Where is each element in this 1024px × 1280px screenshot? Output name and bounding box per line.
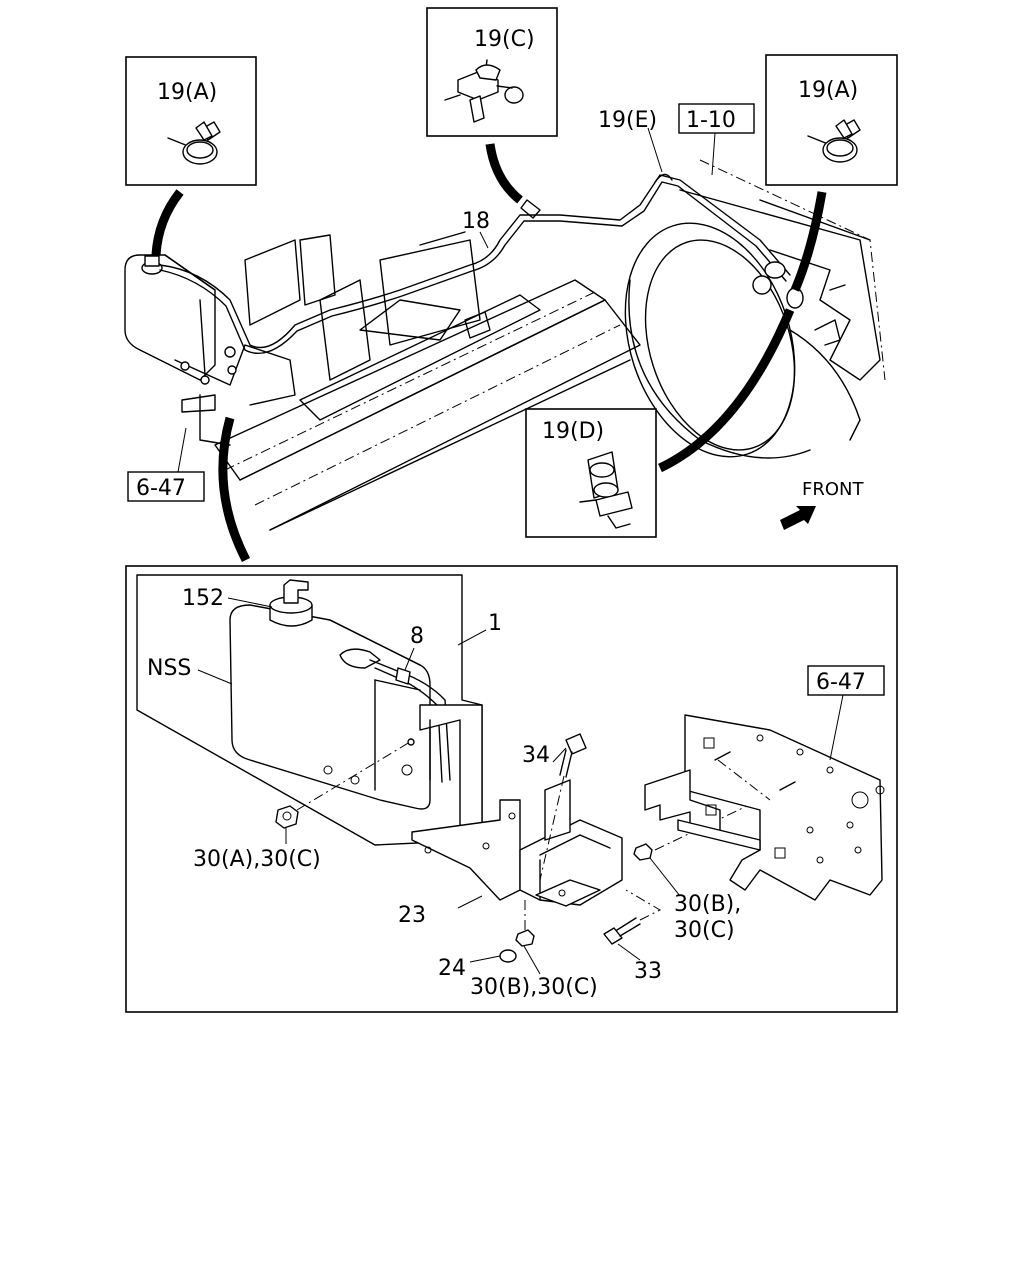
ref-6-47-detail-label: 6-47 [816,670,866,695]
leader-detail [218,416,251,563]
hose-clamp-icon [167,121,221,165]
clip-19a-left-callout: 19(A) [125,56,257,186]
nut-30bc-right-label-1: 30(B), [674,892,741,917]
leader-19a-right [790,191,827,292]
part-8-label: 8 [410,624,424,649]
detail-panel: 152 8 1 NSS 6-47 34 30(A),30(C) 30(B), 3… [125,565,898,1013]
part-33-label: 33 [634,959,662,984]
filler-cap [269,579,313,627]
ref-6-47-top-box: 6-47 [127,471,205,502]
bolt-34 [539,733,587,881]
frame-rail [214,231,641,531]
bolt-33 [603,889,662,945]
pipe-18-label: 18 [462,209,490,234]
nut-30bc-bottom [515,900,535,947]
nut-24 [499,949,517,963]
nut-30ac [275,741,411,829]
ref-6-47-top-label: 6-47 [136,476,186,501]
clip-19e-label: 19(E) [598,108,657,133]
part-152-label: 152 [182,586,224,611]
ref-1-10-box: 1-10 [678,103,755,134]
washer-tank-overview [124,254,296,446]
hose-18-overview [159,173,791,354]
clip-19a-right-callout: 19(A) [765,54,898,186]
leader-19a-left [151,189,184,256]
part-34-label: 34 [522,743,550,768]
part-1-label: 1 [488,611,502,636]
double-pipe-clip-icon [579,451,633,529]
washer-tank [229,604,431,810]
front-arrow [780,506,816,530]
mount-bracket-23 [411,779,623,907]
nut-30bc-bottom-label: 30(B),30(C) [470,975,598,1000]
clip-19a-left-label: 19(A) [157,80,217,105]
clip-19d-label: 19(D) [542,419,604,444]
hose-clamp-icon [807,119,861,163]
nut-30ac-label: 30(A),30(C) [193,847,321,872]
ref-1-10-label: 1-10 [686,108,736,133]
overview-illustration [124,127,886,563]
front-label: FRONT [802,479,864,500]
nss-label: NSS [147,656,191,681]
part-24-label: 24 [438,956,466,981]
nut-30bc-right-label-2: 30(C) [674,918,735,943]
part-23-label: 23 [398,903,426,928]
ref-6-47-detail-box: 6-47 [807,665,885,696]
clip-19a-right-label: 19(A) [798,78,858,103]
clip-19d-callout: 19(D) [525,408,657,538]
clip-19c-callout: 19(C) [426,7,558,137]
leader-19d [658,308,795,473]
pipe-clip-icon [444,59,524,123]
clip-19c-label: 19(C) [474,27,535,52]
frame-bracket-6-47 [644,714,885,901]
leader-19c [485,143,523,204]
